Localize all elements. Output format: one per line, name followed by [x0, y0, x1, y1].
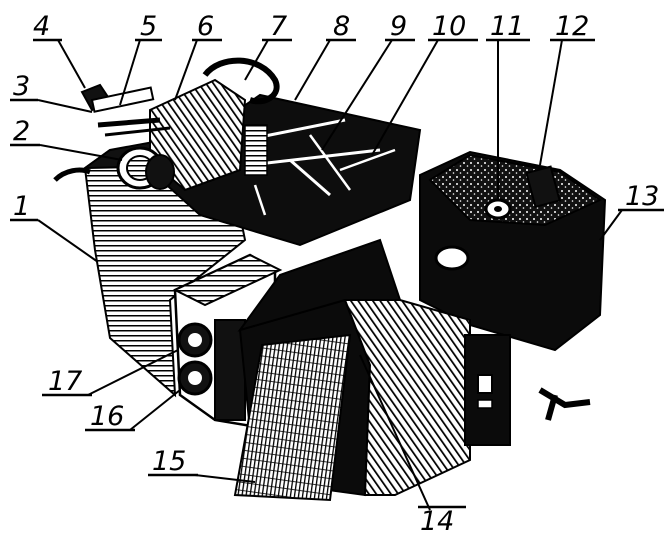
front-block-top: [172, 253, 283, 307]
belt-loop-inner: [211, 66, 267, 83]
callout-11: 11: [486, 11, 530, 200]
callout-13: 13: [599, 181, 664, 241]
callout-12: 12: [539, 11, 595, 166]
svg-text:8: 8: [333, 11, 350, 42]
callout-8: 8: [294, 11, 356, 101]
svg-text:17: 17: [48, 366, 82, 397]
callout-17: 17: [42, 349, 179, 397]
callout-15: 15: [148, 446, 256, 483]
svg-text:7: 7: [270, 11, 287, 42]
right-cabinet: [343, 299, 471, 496]
callout-7: 7: [244, 11, 292, 81]
right-cap: [434, 245, 470, 271]
svg-text:11: 11: [490, 11, 524, 42]
right-crank: [538, 387, 591, 421]
callouts: 4 5 6 7 8 9 10: [10, 11, 664, 537]
callout-6: 6: [174, 11, 222, 101]
svg-text:12: 12: [555, 11, 589, 42]
svg-text:6: 6: [197, 11, 214, 42]
machine-body: [53, 57, 607, 502]
callout-9: 9: [321, 11, 415, 151]
right-unit-cover: [428, 153, 603, 227]
svg-text:13: 13: [625, 181, 659, 212]
callout-10: 10: [371, 11, 478, 156]
belt-loop: [202, 57, 280, 105]
svg-text:2: 2: [13, 116, 30, 147]
tape-strip: [233, 333, 352, 502]
linkage-post: [244, 124, 268, 176]
svg-text:15: 15: [152, 446, 186, 477]
callout-5: 5: [119, 11, 162, 106]
svg-text:3: 3: [13, 71, 30, 102]
center-cabinet-top: [237, 238, 402, 332]
callout-16: 16: [85, 389, 181, 432]
svg-text:4: 4: [33, 11, 50, 42]
front-panel: [214, 319, 246, 421]
callout-14: 14: [359, 354, 466, 537]
callout-1: 1: [10, 191, 99, 263]
lever-linkage: [244, 118, 396, 216]
svg-text:9: 9: [390, 11, 407, 42]
svg-text:14: 14: [420, 506, 454, 537]
callout-4: 4: [33, 11, 86, 89]
callout-2: 2: [10, 116, 123, 161]
svg-text:16: 16: [90, 401, 124, 432]
svg-text:10: 10: [432, 11, 466, 42]
spool-assembly: [116, 146, 175, 190]
svg-text:1: 1: [13, 191, 30, 222]
callout-3: 3: [10, 71, 93, 113]
right-handle: [525, 165, 561, 209]
svg-text:5: 5: [140, 11, 157, 42]
